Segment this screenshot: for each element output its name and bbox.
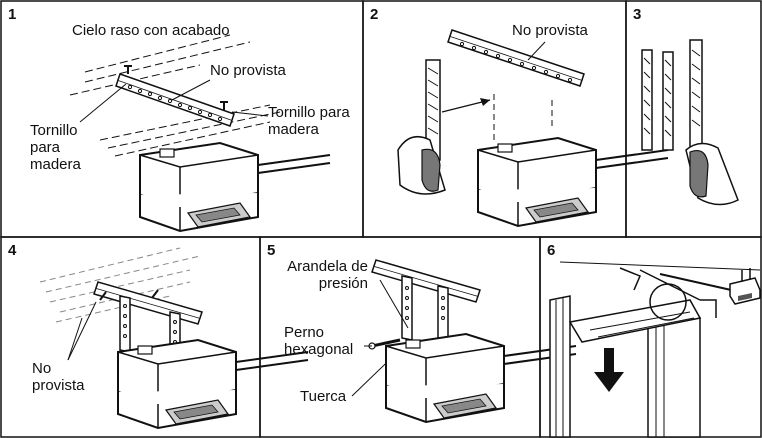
hex-bolt-label: Perno hexagonal bbox=[284, 324, 354, 358]
panel-6-number: 6 bbox=[547, 242, 556, 259]
panel-4-illustration bbox=[39, 247, 309, 429]
panel-2-number: 2 bbox=[370, 6, 379, 23]
panel-3-illustration bbox=[641, 39, 739, 206]
not-provided-label: No provista bbox=[32, 360, 85, 394]
wood-screw-label-left: Tornillo para madera bbox=[30, 122, 81, 173]
panel-5-illustration bbox=[351, 259, 577, 423]
not-provided-label: No provista bbox=[210, 62, 286, 79]
wood-screw-label-right: Tornillo para madera bbox=[268, 104, 350, 138]
down-arrow-icon bbox=[594, 348, 624, 392]
panel-1-illustration bbox=[69, 34, 331, 232]
panel-4-number: 4 bbox=[8, 242, 17, 259]
panel-3-number: 3 bbox=[633, 6, 642, 23]
panel-2-illustration bbox=[397, 29, 669, 227]
ceiling-label: Cielo raso con acabado bbox=[72, 22, 230, 39]
nut-label: Tuerca bbox=[300, 388, 347, 405]
panel-6-illustration bbox=[549, 261, 761, 438]
panel-5-number: 5 bbox=[267, 242, 276, 259]
panel-1-number: 1 bbox=[8, 6, 17, 23]
not-provided-label: No provista bbox=[512, 22, 588, 39]
lock-washer-label: Arandela de presión bbox=[287, 258, 368, 292]
